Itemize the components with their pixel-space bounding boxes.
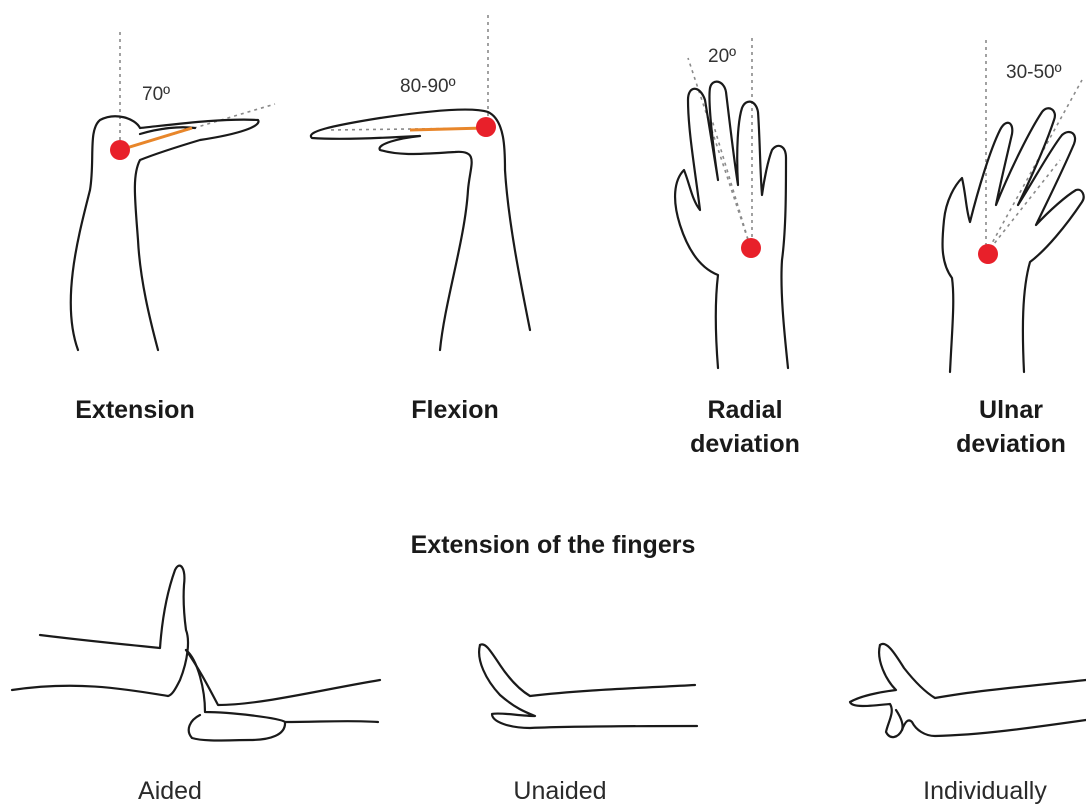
ulnar-angle: 30-50º: [1006, 62, 1062, 84]
aided-figure: [12, 566, 380, 741]
extension-label: Extension: [40, 393, 230, 427]
radial-pivot: [741, 238, 761, 258]
ulnar-pivot: [978, 244, 998, 264]
extension-pivot: [110, 140, 130, 160]
unaided-figure: [479, 644, 697, 728]
individually-figure: [850, 644, 1086, 737]
radial-angle: 20º: [708, 46, 736, 68]
extension-figure: [71, 32, 275, 350]
flexion-figure: [311, 15, 530, 350]
flexion-label: Flexion: [360, 393, 550, 427]
fingers-section-title: Extension of the fingers: [343, 528, 763, 562]
unaided-label: Unaided: [470, 774, 650, 808]
radial-label-line2: deviation: [660, 427, 830, 461]
extension-angle: 70º: [142, 84, 170, 106]
radial-deviation-label: Radial deviation: [660, 393, 830, 461]
flexion-angle: 80-90º: [400, 76, 456, 98]
radial-label-line1: Radial: [660, 393, 830, 427]
ulnar-label-line2: deviation: [926, 427, 1086, 461]
ulnar-deviation-label: Ulnar deviation: [926, 393, 1086, 461]
flexion-pivot: [476, 117, 496, 137]
aided-label: Aided: [80, 774, 260, 808]
ulnar-label-line1: Ulnar: [926, 393, 1086, 427]
individually-label: Individually: [890, 774, 1080, 808]
flexion-lever: [410, 128, 485, 130]
ulnar-deviation-figure: [942, 40, 1083, 372]
radial-deviation-figure: [675, 38, 788, 368]
